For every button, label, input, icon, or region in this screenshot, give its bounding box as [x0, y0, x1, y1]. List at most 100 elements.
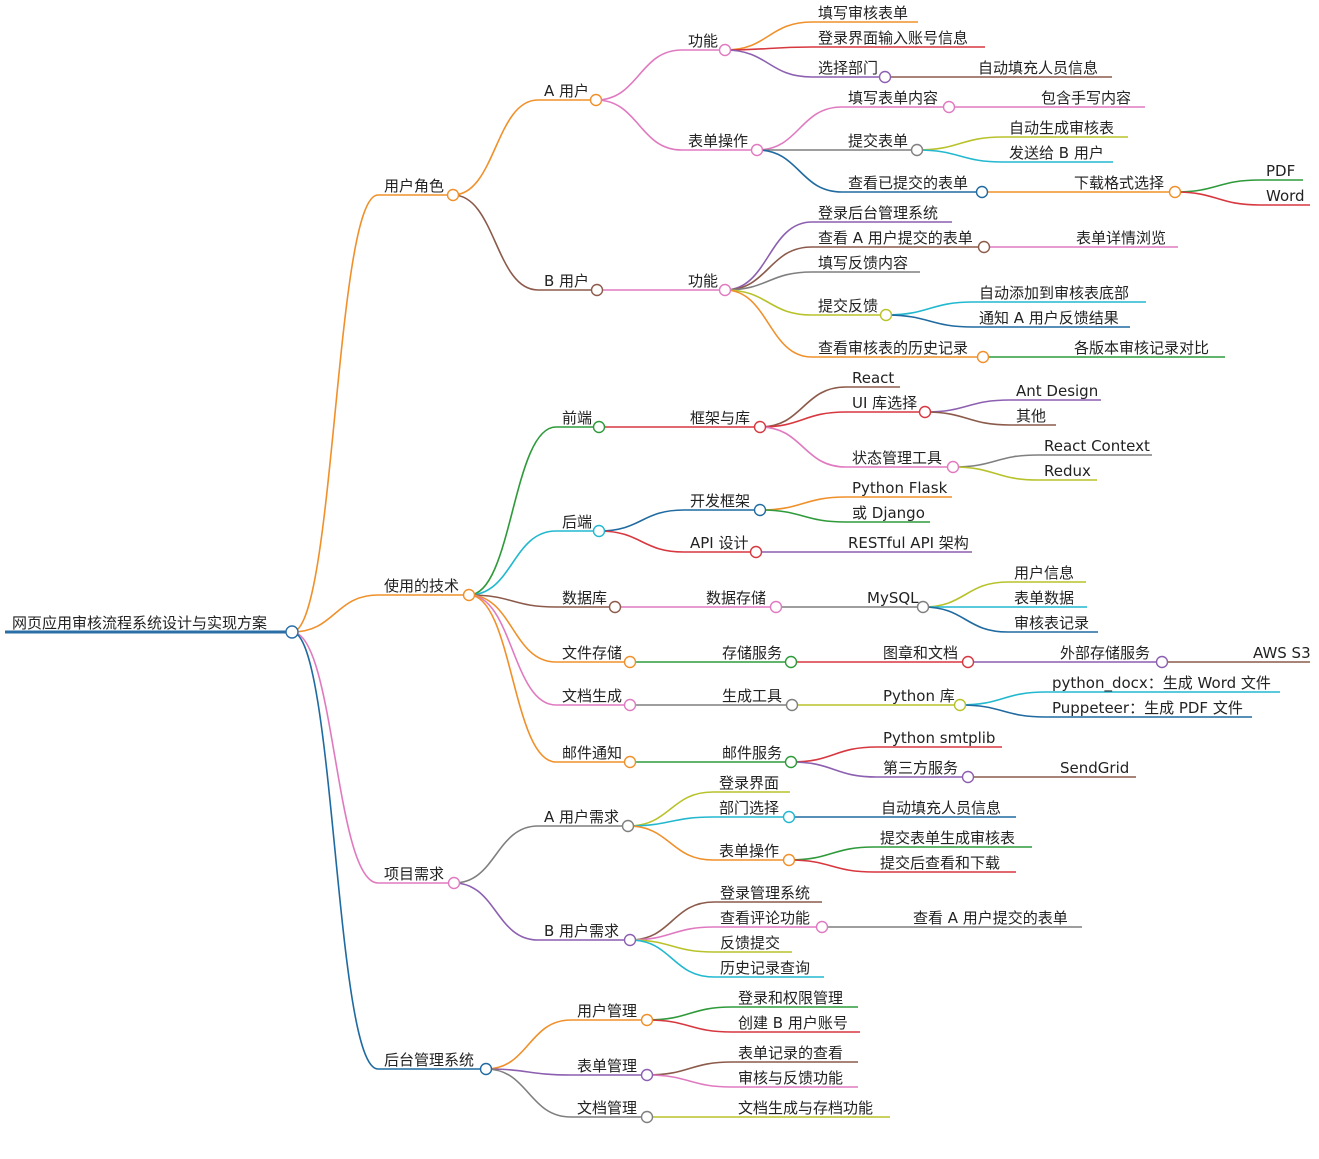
collapse-toggle-icon[interactable] [718, 43, 732, 57]
collapse-toggle-icon[interactable] [878, 70, 892, 84]
topic-label: 填写表单内容 [848, 89, 938, 107]
collapse-toggle-icon[interactable] [918, 405, 932, 419]
collapse-toggle-icon[interactable] [975, 185, 989, 199]
connector-line [756, 106, 843, 151]
connector-line [759, 386, 847, 428]
topic-label: 数据库 [562, 589, 607, 607]
connector-line [759, 411, 847, 428]
collapse-toggle-icon[interactable] [1168, 185, 1182, 199]
collapse-toggle-icon[interactable] [718, 283, 732, 297]
collapse-toggle-icon[interactable] [769, 600, 783, 614]
collapse-toggle-icon[interactable] [782, 810, 796, 824]
connector-line [629, 939, 715, 978]
connector-line [924, 399, 1011, 413]
topic-label: 反馈提交 [720, 934, 780, 952]
collapse-toggle-icon[interactable] [592, 420, 606, 434]
collapse-toggle-icon[interactable] [879, 308, 893, 322]
topic-label: 邮件通知 [562, 744, 622, 762]
topic-label: 文档管理 [577, 1099, 637, 1117]
connector-line [885, 301, 974, 316]
topic-label: 自动填充人员信息 [978, 59, 1098, 77]
topic-label: 各版本审核记录对比 [1074, 339, 1209, 357]
collapse-toggle-icon[interactable] [753, 420, 767, 434]
topic-label: python_docx：生成 Word 文件 [1052, 674, 1271, 693]
collapse-toggle-icon[interactable] [623, 655, 637, 669]
topic-label: 表单管理 [577, 1057, 637, 1075]
topic-label: Puppeteer：生成 PDF 文件 [1052, 699, 1243, 717]
collapse-toggle-icon[interactable] [592, 524, 606, 538]
collapse-toggle-icon[interactable] [750, 143, 764, 157]
topic-label: 登录后台管理系统 [818, 204, 938, 222]
connector-line [952, 466, 1039, 481]
connector-line [468, 594, 557, 763]
collapse-toggle-icon[interactable] [623, 698, 637, 712]
topic-label: 文档生成 [562, 687, 622, 705]
connector-line [724, 289, 813, 316]
connector-line [627, 825, 714, 861]
collapse-toggle-icon[interactable] [749, 545, 763, 559]
topic-label: 自动添加到审核表底部 [979, 284, 1129, 302]
collapse-toggle-icon[interactable] [782, 853, 796, 867]
collapse-toggle-icon[interactable] [590, 283, 604, 297]
collapse-toggle-icon[interactable] [961, 655, 975, 669]
collapse-toggle-icon[interactable] [953, 698, 967, 712]
collapse-toggle-icon[interactable] [977, 240, 991, 254]
collapse-toggle-icon[interactable] [462, 588, 476, 602]
connector-line [916, 136, 1004, 151]
collapse-toggle-icon[interactable] [621, 819, 635, 833]
collapse-toggle-icon[interactable] [1155, 655, 1169, 669]
connector-line [952, 454, 1039, 468]
collapse-toggle-icon[interactable] [785, 698, 799, 712]
topic-label: 选择部门 [818, 59, 878, 77]
topic-label: 查看 A 用户提交的表单 [913, 909, 1068, 927]
topic-label: Python 库 [883, 687, 955, 705]
collapse-toggle-icon[interactable] [910, 143, 924, 157]
root-topic-label: 网页应用审核流程系统设计与实现方案 [12, 614, 267, 632]
topic-label: Python Flask [852, 479, 948, 497]
topic-label: 查看审核表的历史记录 [818, 339, 968, 357]
connector-line [788, 846, 875, 861]
topic-label: 项目需求 [384, 865, 444, 883]
topic-label: 登录界面输入账号信息 [818, 29, 968, 47]
collapse-toggle-icon[interactable] [946, 460, 960, 474]
collapse-toggle-icon[interactable] [961, 770, 975, 784]
collapse-toggle-icon[interactable] [623, 755, 637, 769]
topic-label: 外部存储服务 [1060, 644, 1150, 662]
topic-label: 或 Django [852, 504, 925, 522]
collapse-toggle-icon[interactable] [640, 1013, 654, 1027]
collapse-toggle-icon[interactable] [446, 188, 460, 202]
collapse-toggle-icon[interactable] [285, 625, 299, 639]
collapse-toggle-icon[interactable] [815, 920, 829, 934]
collapse-toggle-icon[interactable] [589, 93, 603, 107]
collapse-toggle-icon[interactable] [640, 1068, 654, 1082]
connector-line [629, 901, 715, 941]
connector-line [790, 746, 878, 763]
topic-label: 查看评论功能 [720, 909, 810, 927]
collapse-toggle-icon[interactable] [608, 600, 622, 614]
topic-label: Redux [1044, 462, 1091, 480]
collapse-toggle-icon[interactable] [916, 600, 930, 614]
topic-label: AWS S3 [1253, 644, 1311, 662]
collapse-toggle-icon[interactable] [942, 100, 956, 114]
topic-label: 自动生成审核表 [1009, 119, 1114, 137]
topic-label: 填写审核表单 [818, 4, 908, 22]
collapse-toggle-icon[interactable] [976, 350, 990, 364]
topic-label: RESTful API 架构 [848, 534, 969, 552]
collapse-toggle-icon[interactable] [784, 655, 798, 669]
collapse-toggle-icon[interactable] [784, 755, 798, 769]
connector-line [724, 46, 813, 51]
collapse-toggle-icon[interactable] [479, 1062, 493, 1076]
connector-line [452, 99, 539, 196]
collapse-toggle-icon[interactable] [623, 933, 637, 947]
topic-label: PDF [1266, 162, 1295, 180]
collapse-toggle-icon[interactable] [447, 876, 461, 890]
topic-label: 其他 [1016, 407, 1046, 425]
topic-label: B 用户需求 [544, 922, 619, 940]
collapse-toggle-icon[interactable] [640, 1110, 654, 1124]
topic-label: 使用的技术 [384, 577, 459, 595]
connector-line [724, 221, 813, 291]
collapse-toggle-icon[interactable] [753, 503, 767, 517]
topic-label: 表单操作 [719, 842, 779, 860]
topic-label: 开发框架 [690, 492, 750, 510]
topic-label: 生成工具 [722, 687, 782, 705]
